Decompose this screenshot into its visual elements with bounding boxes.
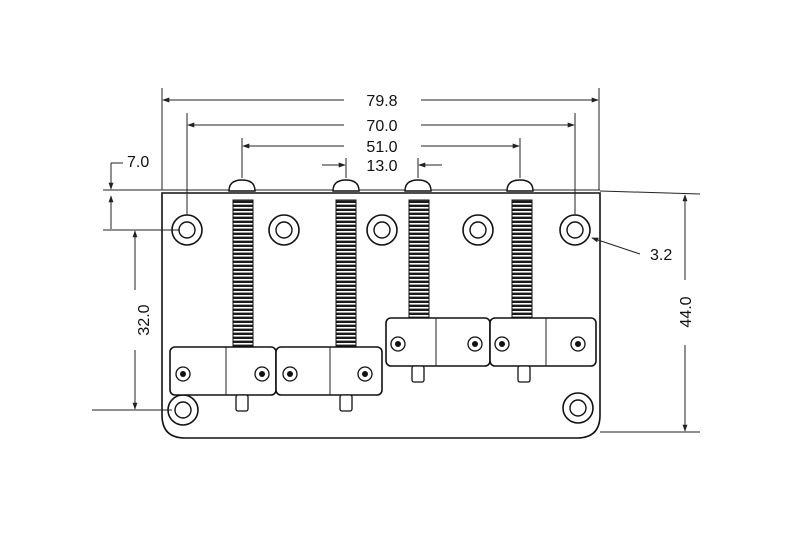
extension-lines <box>92 88 701 433</box>
dimension-string-spacing-total: 51.0 <box>242 139 520 156</box>
spring <box>511 199 533 321</box>
dimension-label-string-spacing-total: 51.0 <box>366 139 397 156</box>
mounting-hole <box>366 214 398 246</box>
dimension-label-overall-width: 79.8 <box>366 93 397 110</box>
mounting-hole <box>268 214 300 246</box>
dimension-overall-height: 44.0 <box>678 194 695 432</box>
dimension-screw-vertical-spacing: 32.0 <box>132 230 153 410</box>
dimension-outer-screw-spacing: 70.0 <box>187 118 575 135</box>
saddle-string-3 <box>385 317 491 383</box>
dimension-hole-diameter: 3.2 <box>591 237 672 264</box>
mounting-hole <box>562 392 594 424</box>
dimension-overall-width: 79.8 <box>162 93 599 110</box>
dimension-label-outer-screw-spacing: 70.0 <box>366 118 397 135</box>
spring <box>408 199 430 321</box>
mounting-hole <box>167 394 199 426</box>
spring <box>232 199 254 351</box>
dimension-label-string-spacing: 13.0 <box>366 158 397 175</box>
string-anchor-pins <box>228 179 534 192</box>
saddle-string-2 <box>275 346 383 412</box>
dimension-string-spacing: 13.0 <box>322 158 442 175</box>
intonation-springs <box>232 199 533 351</box>
mounting-holes <box>167 214 594 426</box>
mounting-hole <box>559 214 591 246</box>
dimension-top-to-screw: 7.0 <box>108 154 149 229</box>
dimension-label-top-to-screw: 7.0 <box>127 154 149 171</box>
dimension-label-overall-height: 44.0 <box>678 296 695 327</box>
mounting-hole <box>462 214 494 246</box>
dimension-label-hole-diameter: 3.2 <box>650 247 672 264</box>
spring <box>335 199 357 351</box>
saddle-string-4 <box>489 317 597 383</box>
dimension-label-screw-vertical-spacing: 32.0 <box>136 304 153 335</box>
